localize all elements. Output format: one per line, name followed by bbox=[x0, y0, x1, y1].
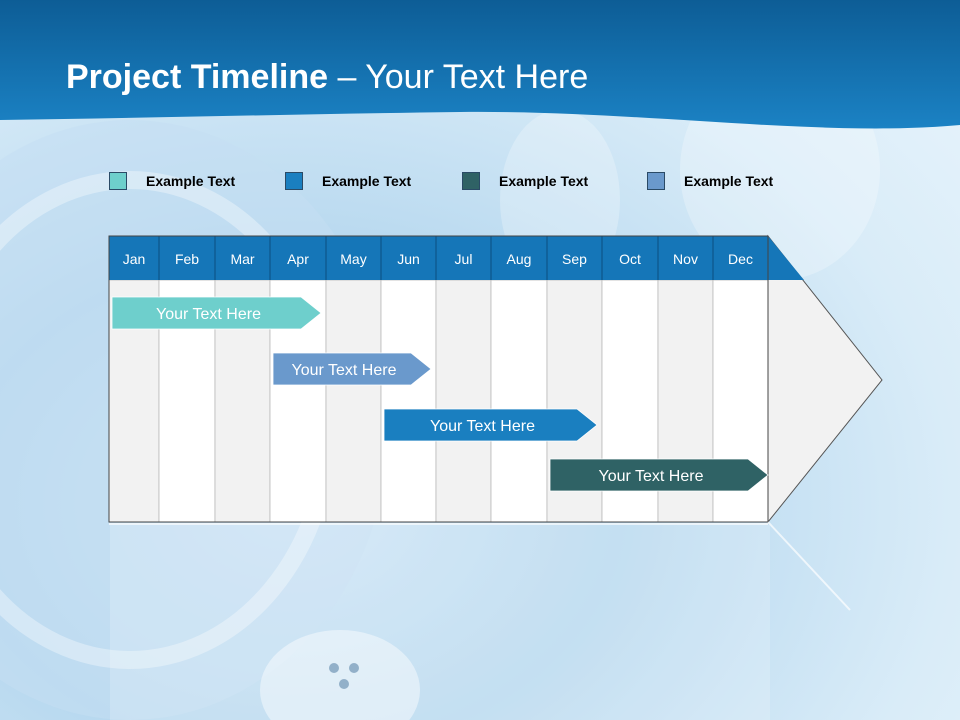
task-label: Your Text Here bbox=[156, 306, 261, 323]
month-label: Oct bbox=[619, 251, 641, 267]
month-label: Aug bbox=[507, 251, 532, 267]
month-column bbox=[490, 279, 548, 523]
reflection-line bbox=[767, 521, 851, 611]
month-label: Jun bbox=[397, 251, 420, 267]
month-label: Feb bbox=[175, 251, 199, 267]
month-header-row bbox=[109, 236, 768, 280]
task-bar bbox=[549, 458, 769, 492]
legend-swatch bbox=[647, 172, 665, 190]
month-label: Nov bbox=[673, 251, 698, 267]
month-header-arrow bbox=[768, 236, 804, 280]
page-title: Project Timeline – Your Text Here bbox=[66, 58, 588, 97]
month-label: Apr bbox=[287, 251, 309, 267]
month-label: Jan bbox=[123, 251, 146, 267]
legend-swatch bbox=[462, 172, 480, 190]
task-bar bbox=[383, 408, 598, 442]
title-bold: Project Timeline bbox=[66, 58, 329, 96]
legend-label: Example Text bbox=[146, 173, 236, 189]
task-bar bbox=[272, 352, 432, 386]
timeline-border bbox=[108, 235, 769, 523]
legend-label: Example Text bbox=[684, 173, 774, 189]
task-bar bbox=[111, 296, 322, 330]
month-column bbox=[325, 279, 382, 523]
month-label: Mar bbox=[230, 251, 254, 267]
month-label: Jul bbox=[455, 251, 473, 267]
legend-label: Example Text bbox=[322, 173, 412, 189]
legend-label: Example Text bbox=[499, 173, 589, 189]
month-label: Dec bbox=[728, 251, 753, 267]
task-label: Your Text Here bbox=[292, 362, 397, 379]
month-column bbox=[380, 279, 437, 523]
legend-swatch bbox=[285, 172, 303, 190]
task-label: Your Text Here bbox=[430, 418, 535, 435]
month-column bbox=[435, 279, 492, 523]
title-rest: – Your Text Here bbox=[328, 58, 589, 96]
month-label: Sep bbox=[562, 251, 587, 267]
task-label: Your Text Here bbox=[599, 468, 704, 485]
month-label: May bbox=[340, 251, 366, 267]
header-band bbox=[0, 0, 960, 129]
legend-swatch bbox=[109, 172, 127, 190]
